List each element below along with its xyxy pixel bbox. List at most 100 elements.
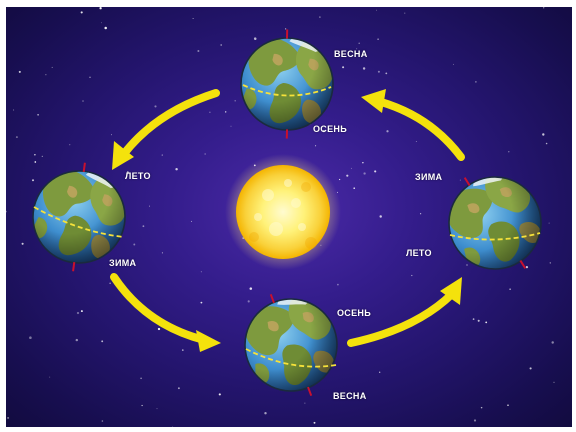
- earth-globe-icon-left: [18, 151, 141, 282]
- star: [82, 100, 84, 102]
- star: [350, 167, 352, 169]
- star: [553, 381, 555, 383]
- star: [338, 178, 341, 181]
- star: [551, 341, 554, 344]
- star: [192, 18, 194, 20]
- star: [362, 67, 366, 70]
- star: [363, 172, 366, 175]
- star: [356, 48, 358, 50]
- star: [358, 42, 360, 45]
- star: [385, 72, 388, 75]
- star: [175, 167, 178, 171]
- star: [507, 404, 509, 406]
- star: [204, 153, 206, 155]
- orbit-arrow-top-right: [361, 89, 465, 161]
- star: [142, 225, 145, 228]
- star: [543, 7, 545, 9]
- star: [80, 310, 83, 313]
- star: [377, 70, 380, 73]
- star: [37, 113, 39, 116]
- star: [549, 262, 551, 264]
- star: [411, 274, 413, 277]
- star: [377, 38, 379, 41]
- star: [218, 393, 221, 396]
- star: [284, 28, 287, 30]
- star: [141, 404, 143, 407]
- star: [111, 134, 112, 136]
- label-right-summer: ЛЕТО: [406, 248, 432, 258]
- star: [375, 9, 377, 11]
- star: [154, 105, 157, 108]
- earth-globe-icon-bottom: [238, 286, 344, 404]
- star: [15, 136, 18, 139]
- star: [362, 162, 364, 164]
- star: [315, 145, 317, 147]
- star: [319, 16, 321, 18]
- star: [75, 338, 79, 342]
- star: [230, 125, 232, 127]
- star: [415, 140, 417, 142]
- star: [49, 376, 51, 378]
- diagram-canvas: ВЕСНА ОСЕНЬ ЛЕТО ЗИМА ОСЕНЬ ВЕСНА ЗИМА Л…: [6, 7, 572, 427]
- star: [452, 63, 455, 65]
- star: [200, 271, 202, 273]
- star: [157, 327, 161, 331]
- star: [13, 109, 15, 111]
- star: [220, 44, 223, 46]
- star: [234, 100, 236, 102]
- star: [29, 336, 32, 339]
- star: [126, 171, 129, 174]
- star: [34, 161, 37, 163]
- orbit-scene: [6, 7, 572, 427]
- star: [404, 12, 406, 14]
- earth-globe-icon-top: [230, 21, 345, 146]
- earth-globe-icon-right: [434, 157, 557, 288]
- star: [480, 406, 483, 409]
- star: [337, 283, 339, 286]
- star: [459, 179, 461, 181]
- star: [353, 187, 356, 190]
- star: [477, 319, 480, 322]
- star: [149, 205, 150, 207]
- star: [101, 340, 104, 343]
- star: [191, 220, 193, 222]
- star: [200, 301, 203, 304]
- star: [45, 74, 47, 76]
- orbit-arrow-bottom-right: [347, 277, 462, 347]
- star: [253, 37, 257, 40]
- star: [225, 111, 227, 113]
- star: [177, 387, 180, 390]
- label-left-summer: ЛЕТО: [125, 171, 151, 181]
- star: [342, 66, 345, 69]
- star: [31, 179, 35, 182]
- star: [322, 129, 325, 133]
- star: [304, 402, 306, 404]
- star: [89, 76, 91, 78]
- star: [104, 26, 107, 30]
- star: [76, 311, 80, 315]
- star: [140, 377, 142, 380]
- star: [21, 242, 24, 245]
- star: [346, 174, 349, 177]
- star: [249, 287, 253, 290]
- star: [109, 282, 111, 284]
- star: [51, 66, 53, 68]
- star: [485, 321, 488, 324]
- star: [466, 264, 468, 266]
- star: [209, 111, 211, 113]
- label-top-autumn: ОСЕНЬ: [313, 124, 347, 134]
- star: [509, 288, 511, 290]
- star: [419, 213, 422, 215]
- star: [161, 154, 163, 156]
- label-bottom-autumn: ОСЕНЬ: [337, 308, 371, 318]
- star: [101, 420, 104, 422]
- star: [34, 154, 36, 156]
- star: [156, 408, 158, 410]
- star: [475, 81, 477, 83]
- label-bottom-spring: ВЕСНА: [333, 391, 367, 401]
- star: [545, 142, 548, 145]
- sun-icon: [225, 154, 341, 270]
- star: [69, 144, 71, 146]
- star: [6, 210, 7, 213]
- label-right-winter: ЗИМА: [415, 172, 443, 182]
